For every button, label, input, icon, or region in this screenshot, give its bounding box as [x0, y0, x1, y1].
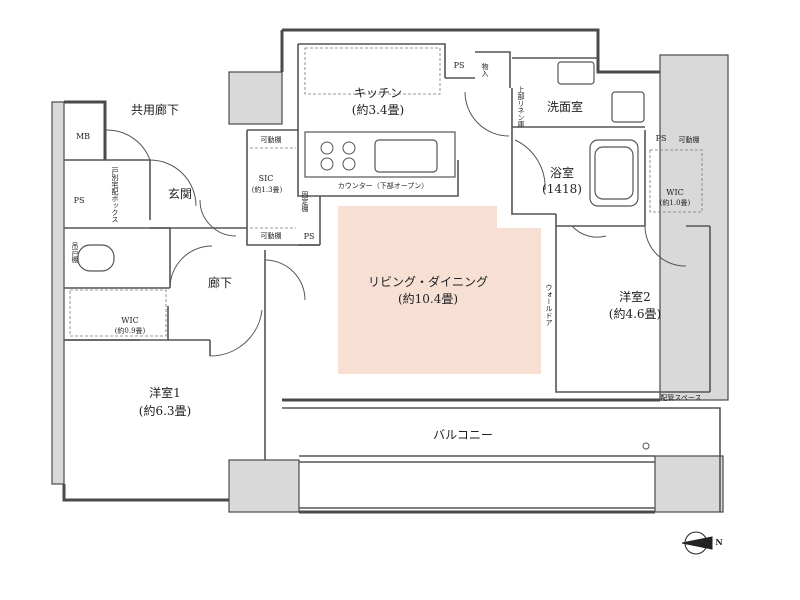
door-arc — [169, 245, 213, 289]
living-dining-area — [338, 206, 541, 374]
wall-door-label: ウォールドア — [545, 284, 553, 326]
western2-size: (約4.6畳) — [608, 307, 662, 321]
living-size: (約10.4畳) — [397, 292, 459, 306]
wic2-size: (約1.0畳) — [659, 199, 691, 207]
compass-n-label: N — [715, 537, 723, 547]
kitchen-sink — [374, 139, 438, 173]
interior-wall — [150, 227, 320, 246]
western2-label: 洋室2 — [619, 290, 651, 304]
movable-shelf-label: 可動棚 — [678, 136, 700, 144]
bathtub-inner — [594, 146, 634, 200]
wall-block — [51, 101, 65, 485]
toilet — [77, 244, 115, 272]
washroom-label: 洗面室 — [546, 100, 583, 114]
movable-shelf-label: 可動棚 — [260, 136, 282, 144]
wall-block — [654, 455, 724, 513]
sic-label: SIC — [258, 174, 274, 183]
western1-label: 洋室1 — [149, 386, 181, 400]
ps-label: PS — [73, 196, 85, 205]
common-corridor-label: 共用廊下 — [130, 103, 179, 117]
balcony-label: バルコニー — [433, 428, 493, 442]
ps-label: PS — [655, 134, 667, 143]
upper-linen-label: 上部リネン庫 — [517, 86, 525, 128]
wall-block — [228, 459, 300, 513]
exterior-wall — [62, 484, 229, 502]
wall-block — [659, 54, 729, 401]
interior-wall — [555, 214, 645, 227]
storage-label: 物入 — [481, 63, 489, 77]
exterior-wall — [64, 100, 107, 160]
closet-area — [649, 149, 703, 213]
western1-size: (約6.3畳) — [138, 404, 192, 418]
interior-wall — [475, 51, 511, 88]
ps-label: PS — [303, 232, 315, 241]
interior-wall — [297, 44, 459, 197]
hanging-cabinet-label: 吊戸棚 — [71, 241, 79, 263]
exterior-wall — [282, 28, 660, 74]
door-arc — [199, 199, 237, 237]
counter-label: カウンター（下部オープン） — [337, 182, 429, 190]
washing-machine — [557, 61, 595, 85]
sic-size: (約1.3畳) — [251, 186, 283, 194]
wic2-label: WIC — [666, 188, 684, 197]
drain — [642, 442, 650, 450]
door-arc — [149, 159, 197, 207]
closet-area — [69, 289, 167, 337]
door-arc — [571, 225, 607, 238]
interior-wall — [64, 159, 151, 220]
bath-label: 浴室 — [549, 166, 574, 180]
delivery-box-label: 戸別宅配ボックス — [111, 167, 119, 223]
wic1-size: (約0.9畳) — [114, 327, 146, 335]
wall-block — [228, 71, 283, 125]
mb-label: MB — [75, 132, 91, 141]
stove-burner — [320, 141, 334, 155]
fixed-shelf-label: 固定棚 — [301, 190, 309, 212]
entrance-label: 玄関 — [167, 187, 192, 201]
interior-wall — [298, 43, 446, 78]
door-arc — [264, 259, 306, 301]
compass-rose — [681, 531, 713, 555]
door-arc — [104, 129, 151, 161]
closet-area — [304, 47, 441, 95]
door-arc — [209, 309, 263, 357]
hall-label: 廊下 — [207, 276, 232, 290]
bath-size: (1418) — [542, 182, 582, 196]
interior-wall — [511, 88, 556, 215]
stove-burner — [342, 157, 356, 171]
living-label: リビング・ダイニング — [368, 275, 489, 289]
washbasin-vanity — [611, 91, 645, 123]
stove-burner — [342, 141, 356, 155]
door-arc — [644, 225, 687, 267]
balcony-rail — [282, 407, 721, 512]
door-arc — [464, 91, 510, 137]
wic1-label: WIC — [121, 316, 139, 325]
movable-shelf-label: 可動棚 — [260, 232, 282, 240]
door-arc — [514, 139, 546, 191]
pipe-space-label: 配管スペース — [660, 394, 702, 402]
interior-wall — [555, 226, 710, 393]
kitchen-label: キッチン — [353, 86, 402, 100]
stove-burner — [320, 157, 334, 171]
kitchen-size: (約3.4畳) — [351, 103, 405, 117]
ps-label: PS — [453, 61, 465, 70]
